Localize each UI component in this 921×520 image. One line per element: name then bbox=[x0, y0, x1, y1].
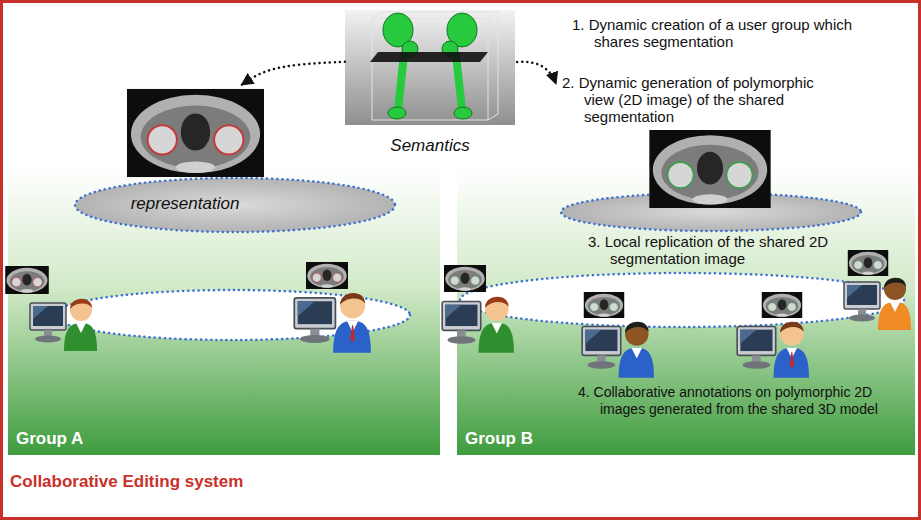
user-ring bbox=[460, 273, 904, 327]
representation-label: representation bbox=[131, 194, 240, 214]
step-note: 1. Dynamic creation of a user group whic… bbox=[572, 16, 872, 50]
step-note: 2. Dynamic generation of polymorphic vie… bbox=[562, 74, 824, 125]
user-workstation bbox=[582, 322, 654, 378]
user-workstation bbox=[844, 278, 911, 330]
model-caption: Semantics bbox=[390, 136, 469, 156]
semantics-model: Semantics bbox=[345, 10, 515, 158]
segmentation-image bbox=[127, 89, 264, 177]
image-thumbnail bbox=[306, 262, 348, 289]
femur-shaft bbox=[456, 55, 462, 110]
knee bbox=[454, 107, 472, 119]
bones bbox=[383, 13, 477, 119]
user-workstation bbox=[294, 293, 371, 353]
group-panel bbox=[457, 15, 915, 455]
user-workstation bbox=[442, 297, 514, 353]
model-frame bbox=[345, 10, 515, 125]
bone-model bbox=[345, 10, 515, 125]
femur-shaft bbox=[398, 55, 404, 110]
representation-ring bbox=[75, 178, 395, 232]
group-panel: Group A representation bbox=[8, 15, 440, 455]
representation-ellipse: representation bbox=[75, 85, 395, 233]
view-arrow bbox=[517, 62, 556, 84]
image-thumbnail bbox=[5, 266, 49, 294]
image-thumbnail bbox=[848, 250, 888, 276]
step-note: 3. Local replication of the shared 2D se… bbox=[588, 233, 838, 267]
group-title: Group A bbox=[16, 429, 83, 449]
group-title: Group B bbox=[465, 429, 533, 449]
image-thumbnail bbox=[762, 292, 802, 318]
user-workstation bbox=[30, 299, 97, 351]
user-workstation bbox=[737, 322, 809, 378]
step-note: 4. Collaborative annotations on polymorp… bbox=[578, 384, 911, 418]
system-title: Collaborative Editing system bbox=[10, 472, 243, 492]
knee bbox=[388, 107, 406, 119]
segmentation-image bbox=[649, 130, 770, 208]
image-thumbnail bbox=[444, 265, 486, 292]
slice-plane bbox=[370, 52, 488, 62]
image-thumbnail bbox=[584, 292, 624, 318]
wire-box bbox=[372, 12, 498, 120]
dotted-arrow bbox=[241, 62, 345, 85]
